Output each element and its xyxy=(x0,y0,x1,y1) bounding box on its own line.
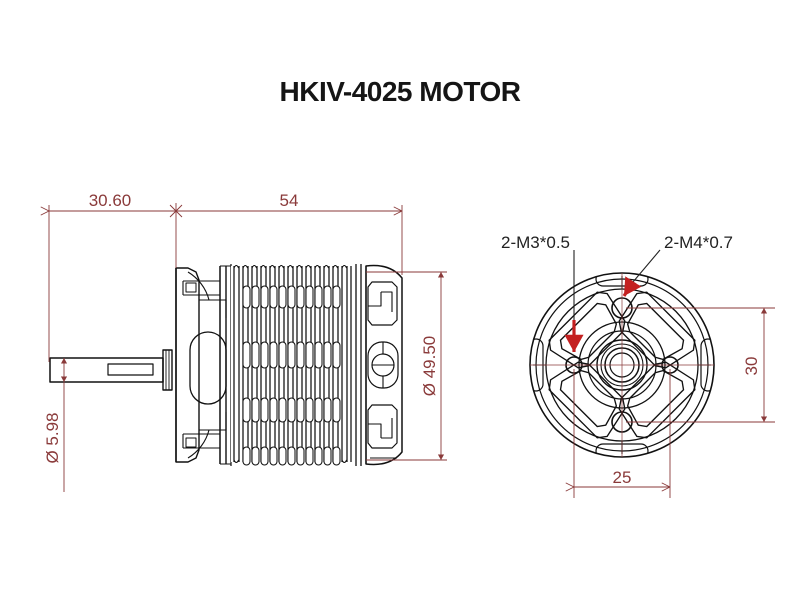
dimension-mount-vertical-spacing-label: 30 xyxy=(742,357,761,376)
dim-tick-shared xyxy=(169,204,183,218)
motor-shaft xyxy=(49,349,173,391)
dimension-mount-horizontal-spacing-label: 25 xyxy=(613,468,632,487)
thread-callout-leaders xyxy=(564,249,661,352)
dimension-shaft-diameter-label: Ø 5.98 xyxy=(43,412,62,463)
callout-m3-thread-label: 2-M3*0.5 xyxy=(501,233,570,252)
cooling-fin-stack xyxy=(231,264,357,466)
leader-line-m4 xyxy=(632,249,661,283)
dimension-shaft-length-label: 30.60 xyxy=(89,191,132,210)
page-title: HKIV-4025 MOTOR xyxy=(279,76,521,107)
callout-m4-thread-label: 2-M4*0.7 xyxy=(664,233,733,252)
front-mounting-flange xyxy=(355,264,403,466)
side-view-dimensions xyxy=(40,203,447,492)
motor-housing-body xyxy=(219,264,232,466)
leader-arrow-m4 xyxy=(622,276,642,297)
end-view-dimensions xyxy=(530,273,775,498)
dimension-body-length-label: 54 xyxy=(280,191,299,210)
rear-end-bell xyxy=(175,267,227,463)
dimension-body-diameter-label: Ø 49.50 xyxy=(420,336,439,397)
side-elevation-view xyxy=(49,264,403,466)
